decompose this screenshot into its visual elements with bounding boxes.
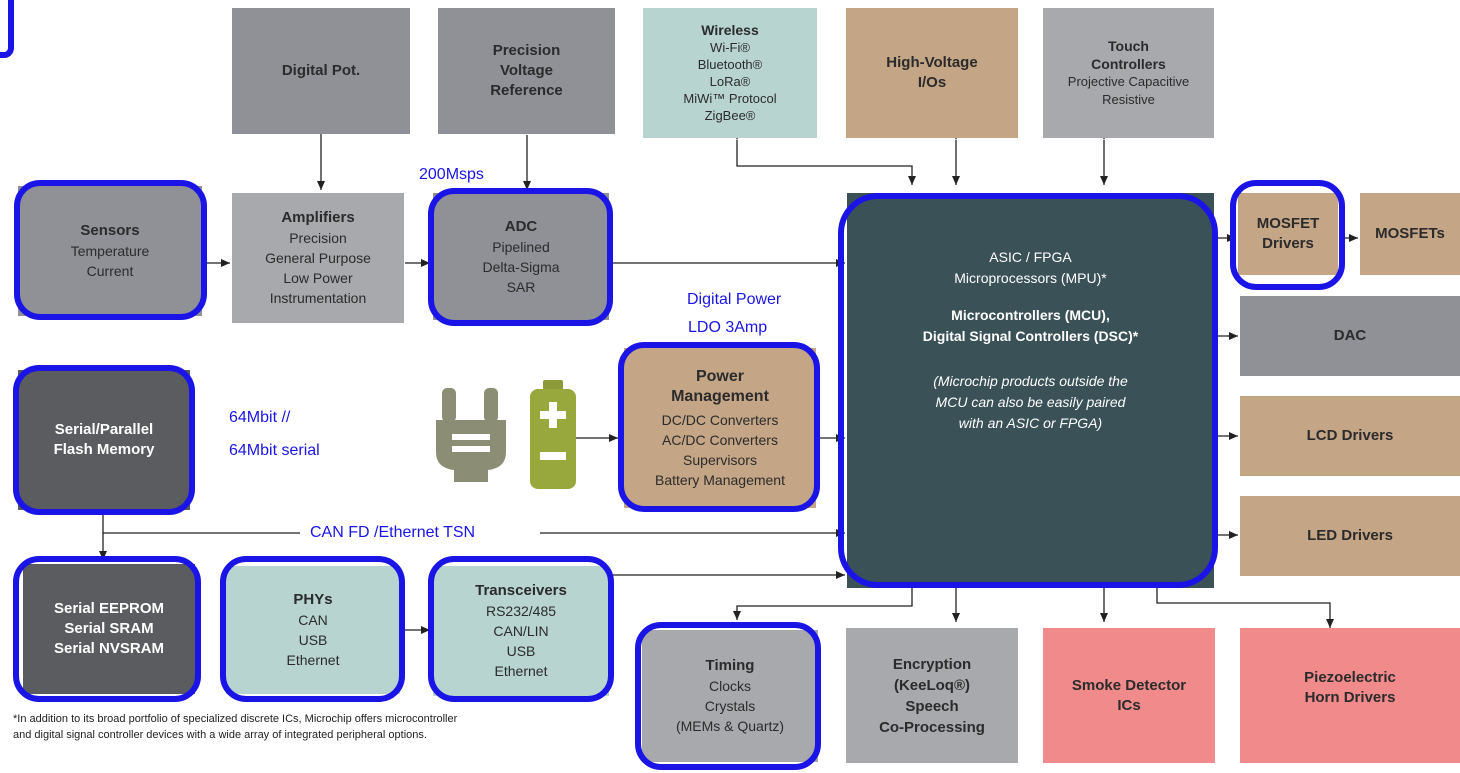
highlight-eeprom: [13, 556, 201, 702]
mosfets-title: MOSFETs: [1375, 225, 1445, 242]
highlight-mosfet-drivers: [1230, 180, 1345, 290]
mcu-core-block: ASIC / FPGA Microprocessors (MPU)* Micro…: [847, 193, 1214, 588]
transceivers-list: RS232/485 CAN/LIN USB Ethernet: [485, 603, 557, 679]
amplifiers-block: Amplifiers Precision General Purpose Low…: [232, 193, 404, 323]
encryption-title: Encryption (KeeLoq®) Speech Co-Processin…: [879, 655, 985, 736]
encryption-block: Encryption (KeeLoq®) Speech Co-Processin…: [846, 628, 1018, 763]
phys-title: PHYs: [293, 591, 333, 608]
battery-icon: [530, 380, 576, 489]
transceivers-block: Transceivers RS232/485 CAN/LIN USB Ether…: [433, 566, 609, 696]
plug-icon: [436, 388, 506, 482]
core-mcu-text: Microcontrollers (MCU), Digital Signal C…: [922, 307, 1139, 344]
piezo-horn-block: Piezoelectric Horn Drivers: [1240, 628, 1460, 763]
touch-controllers-list: Projective Capacitive Resistive: [1067, 74, 1190, 107]
eeprom-title: Serial EEPROM Serial SRAM Serial NVSRAM: [53, 600, 165, 657]
highlight-transceivers: [428, 556, 614, 702]
digital-pot-block: Digital Pot.: [232, 8, 410, 134]
highlight-core: [838, 193, 1218, 588]
digital-power-annotation: Digital Power: [687, 291, 782, 308]
timing-title: Timing: [705, 657, 755, 674]
flash-memory-title: Serial/Parallel Flash Memory: [53, 421, 155, 458]
voltage-reference-block: Precision Voltage Reference: [438, 8, 615, 134]
touch-controllers-block: Touch Controllers Projective Capacitive …: [1043, 8, 1214, 138]
highlight-corner: [0, 0, 14, 58]
wire-core-piezo: [1156, 588, 1334, 628]
amplifiers-title: Amplifiers: [281, 209, 355, 226]
sensors-title: Sensors: [80, 222, 140, 239]
bus-annotation: CAN FD /Ethernet TSN: [310, 524, 476, 541]
wireless-list: Wi-Fi® Bluetooth® LoRa® MiWi™ Protocol Z…: [683, 40, 777, 123]
dac-title: DAC: [1333, 327, 1367, 344]
dac-block: DAC: [1240, 296, 1460, 376]
highlight-phys: [220, 556, 405, 702]
mbit-annotation-2: 64Mbit serial: [229, 442, 320, 459]
voltage-reference-title: Precision Voltage Reference: [490, 42, 563, 99]
wire-wireless-core: [733, 131, 916, 185]
core-mpu-text: ASIC / FPGA Microprocessors (MPU)*: [954, 249, 1107, 286]
lcd-drivers-title: LCD Drivers: [1306, 427, 1394, 444]
sensors-list: Temperature Current: [70, 243, 150, 279]
led-drivers-block: LED Drivers: [1240, 496, 1460, 576]
wireless-title: Wireless: [701, 22, 759, 38]
wireless-block: Wireless Wi-Fi® Bluetooth® LoRa® MiWi™ P…: [643, 8, 817, 138]
power-management-title: Power Management: [671, 367, 769, 405]
smoke-detector-title: Smoke Detector ICs: [1071, 676, 1187, 714]
core-note-text: (Microchip products outside the MCU can …: [933, 373, 1128, 431]
phys-block: PHYs CAN USB Ethernet: [226, 566, 400, 694]
msps-annotation: 200Msps: [419, 166, 484, 183]
sensors-block: Sensors Temperature Current: [18, 186, 202, 316]
wire-core-timing: [733, 579, 916, 620]
ldo-annotation: LDO 3Amp: [688, 319, 768, 336]
transceivers-title: Transceivers: [475, 582, 567, 599]
timing-block: Timing Clocks Crystals (MEMs & Quartz): [642, 630, 818, 762]
highlight-timing: [635, 622, 821, 770]
piezo-horn-title: Piezoelectric Horn Drivers: [1304, 668, 1396, 706]
highlight-power: [618, 342, 820, 512]
power-management-block: Power Management DC/DC Converters AC/DC …: [624, 348, 816, 508]
mosfet-drivers-title: MOSFET Drivers: [1256, 215, 1320, 252]
power-management-list: DC/DC Converters AC/DC Converters Superv…: [655, 411, 785, 488]
highlight-sensors: [14, 180, 207, 320]
high-voltage-title: High-Voltage I/Os: [886, 54, 978, 91]
amplifiers-list: Precision General Purpose Low Power Inst…: [265, 230, 371, 306]
flash-memory-block: Serial/Parallel Flash Memory: [18, 370, 190, 510]
touch-controllers-title: Touch Controllers: [1091, 38, 1166, 72]
highlight-flash: [13, 365, 195, 515]
footnote: *In addition to its broad portfolio of s…: [13, 713, 458, 741]
adc-list: Pipelined Delta-Sigma SAR: [482, 238, 560, 295]
phys-list: CAN USB Ethernet: [286, 612, 340, 668]
digital-pot-title: Digital Pot.: [281, 62, 361, 79]
led-drivers-title: LED Drivers: [1307, 527, 1393, 544]
high-voltage-block: High-Voltage I/Os: [846, 8, 1018, 138]
smoke-detector-block: Smoke Detector ICs: [1043, 628, 1215, 763]
mosfets-block: MOSFETs: [1360, 193, 1460, 275]
lcd-drivers-block: LCD Drivers: [1240, 396, 1460, 476]
adc-block: ADC Pipelined Delta-Sigma SAR: [433, 193, 609, 320]
highlight-adc: [428, 188, 613, 326]
adc-title: ADC: [504, 217, 538, 235]
eeprom-block: Serial EEPROM Serial SRAM Serial NVSRAM: [23, 564, 195, 694]
mbit-annotation-1: 64Mbit //: [229, 409, 291, 426]
timing-list: Clocks Crystals (MEMs & Quartz): [675, 678, 785, 734]
mosfet-drivers-block: MOSFET Drivers: [1238, 193, 1338, 275]
